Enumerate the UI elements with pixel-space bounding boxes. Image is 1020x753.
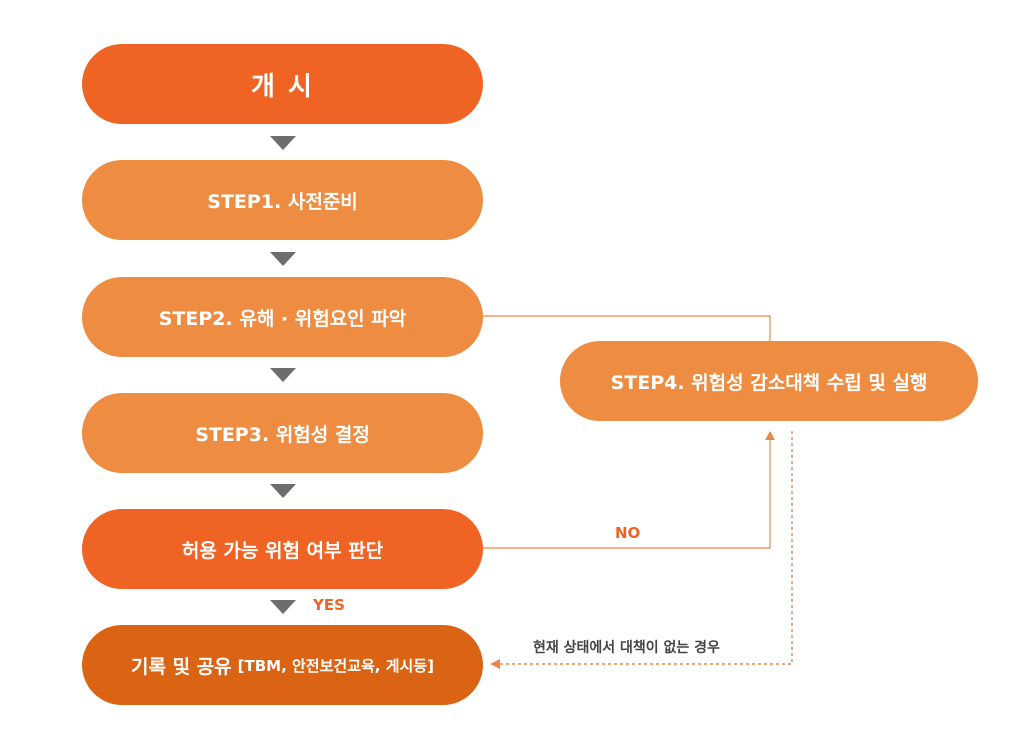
arrow-down-icon: [270, 136, 296, 150]
record-main-label: 기록 및 공유: [131, 655, 232, 678]
up-arrow-icon: [765, 431, 775, 440]
arrow-down-icon: [270, 484, 296, 498]
step1-label: STEP1. 사전준비: [207, 190, 358, 213]
step4-label: STEP4. 위험성 감소대책 수립 및 실행: [610, 371, 928, 394]
step4-to-record-dashed-line: [500, 431, 793, 665]
step2-to-step4-line: [483, 315, 771, 341]
start-label: 개 시: [251, 71, 314, 102]
no-to-step4-line: [483, 438, 771, 549]
decision-label: 허용 가능 위험 여부 판단: [181, 539, 384, 562]
decision-node: 허용 가능 위험 여부 판단: [82, 509, 483, 589]
arrow-down-icon: [270, 600, 296, 614]
no-label: NO: [615, 524, 641, 542]
step3-label: STEP3. 위험성 결정: [195, 423, 370, 446]
left-arrow-icon: [490, 659, 500, 669]
step3-node: STEP3. 위험성 결정: [82, 393, 483, 473]
start-node: 개 시: [82, 44, 483, 124]
step2-label: STEP2. 유해 · 위험요인 파악: [158, 307, 407, 330]
record-node: 기록 및 공유 [TBM, 안전보건교육, 게시등]: [82, 625, 483, 705]
record-sub-label: [TBM, 안전보건교육, 게시등]: [237, 656, 434, 675]
step1-node: STEP1. 사전준비: [82, 160, 483, 240]
yes-label: YES: [313, 596, 345, 614]
arrow-down-icon: [270, 368, 296, 382]
no-measure-label: 현재 상태에서 대책이 없는 경우: [533, 640, 720, 656]
step4-node: STEP4. 위험성 감소대책 수립 및 실행: [560, 341, 978, 421]
step2-node: STEP2. 유해 · 위험요인 파악: [82, 277, 483, 357]
arrow-down-icon: [270, 252, 296, 266]
